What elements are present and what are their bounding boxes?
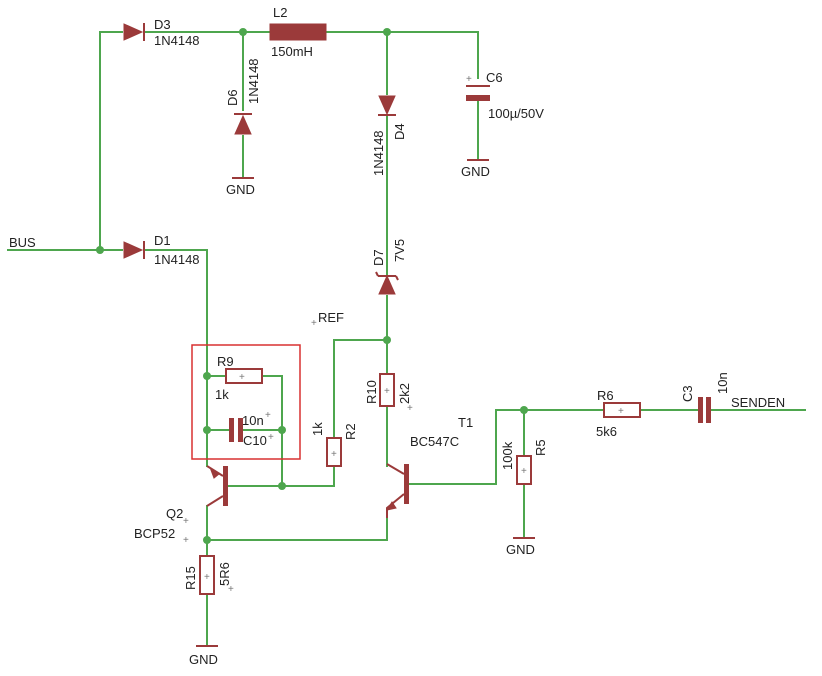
r9-name: R9: [217, 354, 234, 369]
r10-name: R10: [364, 380, 379, 404]
c10-value: 10n: [242, 413, 264, 428]
capacitor-c10: 10n + C10 +: [229, 410, 274, 448]
net-bus: BUS: [9, 235, 36, 250]
r6-name: R6: [597, 388, 614, 403]
svg-text:+: +: [384, 386, 390, 397]
d3-value: 1N4148: [154, 33, 200, 48]
c6-name: C6: [486, 70, 503, 85]
svg-text:+: +: [618, 406, 624, 417]
d7-name: D7: [371, 249, 386, 266]
l2-name: L2: [273, 5, 287, 20]
c6-value: 100µ/50V: [488, 106, 544, 121]
d3-name: D3: [154, 17, 171, 32]
svg-text:+: +: [183, 516, 189, 527]
d1-name: D1: [154, 233, 171, 248]
svg-text:+: +: [268, 432, 274, 443]
r15-name: R15: [183, 566, 198, 590]
svg-text:+: +: [204, 572, 210, 583]
r15-value: 5R6: [217, 562, 232, 586]
resistor-r5: + 100k R5: [500, 439, 548, 485]
resistor-r2: + 1k R2: [310, 422, 358, 467]
diode-d6: D6 1N4148: [225, 58, 261, 135]
diode-d4: D4 1N4148: [371, 95, 407, 176]
svg-text:+: +: [239, 372, 245, 383]
gnd-label-r15: GND: [189, 652, 218, 667]
t1-value: BC547C: [410, 434, 459, 449]
resistor-r10: + R10 2k2 +: [364, 373, 413, 414]
diode-d1: D1 1N4148: [123, 233, 200, 267]
d6-value: 1N4148: [246, 58, 261, 104]
svg-text:+: +: [183, 535, 189, 546]
svg-text:+: +: [311, 318, 317, 329]
svg-text:+: +: [228, 584, 234, 595]
resistor-r15: + R15 5R6 +: [183, 555, 234, 595]
inductor-l2: L2 150mH: [269, 5, 327, 59]
r9-value: 1k: [215, 387, 229, 402]
l2-value: 150mH: [271, 44, 313, 59]
r2-value: 1k: [310, 422, 325, 436]
net-senden: SENDEN: [731, 395, 785, 410]
r10-value: 2k2: [397, 383, 412, 404]
q2-name: Q2: [166, 506, 183, 521]
senden-label: SENDEN: [731, 395, 785, 410]
zener-d7: D7 7V5: [371, 239, 407, 295]
wires: [7, 31, 806, 647]
resistor-r9: + R9 1k: [215, 354, 263, 402]
r5-name: R5: [533, 439, 548, 456]
capacitor-c3: C3 10n: [680, 372, 730, 423]
r2-name: R2: [343, 423, 358, 440]
svg-text:+: +: [331, 449, 337, 460]
gnd-symbol-r15: GND: [189, 645, 218, 667]
gnd-symbol-d6: GND: [226, 177, 255, 197]
diode-d3: D3 1N4148: [123, 17, 200, 48]
transistor-q2: Q2 + BCP52 +: [134, 465, 228, 546]
d6-name: D6: [225, 89, 240, 106]
t1-name: T1: [458, 415, 473, 430]
resistor-r6: + R6 5k6: [596, 388, 641, 439]
d4-name: D4: [392, 123, 407, 140]
bus-label: BUS: [9, 235, 36, 250]
gnd-label-r5: GND: [506, 542, 535, 557]
gnd-label-d6: GND: [226, 182, 255, 197]
d7-value: 7V5: [392, 239, 407, 262]
r6-value: 5k6: [596, 424, 617, 439]
gnd-label-c6: GND: [461, 164, 490, 179]
c10-name: C10: [243, 433, 267, 448]
q2-value: BCP52: [134, 526, 175, 541]
c3-name: C3: [680, 385, 695, 402]
junctions: [96, 28, 528, 544]
svg-text:+: +: [265, 410, 271, 421]
highlight-box: [191, 344, 301, 460]
d1-value: 1N4148: [154, 252, 200, 267]
gnd-symbol-r5: GND: [506, 537, 535, 557]
r5-value: 100k: [500, 441, 515, 470]
svg-text:+: +: [521, 466, 527, 477]
ref-label: REF: [318, 310, 344, 325]
svg-text:+: +: [466, 74, 472, 85]
net-ref: + REF: [311, 310, 344, 329]
gnd-symbol-c6: GND: [461, 159, 490, 179]
svg-text:+: +: [407, 403, 413, 414]
capacitor-c6: + C6 100µ/50V: [466, 70, 544, 121]
d4-value: 1N4148: [371, 130, 386, 176]
c3-value: 10n: [715, 372, 730, 394]
transistor-t1: T1 BC547C: [385, 415, 473, 518]
